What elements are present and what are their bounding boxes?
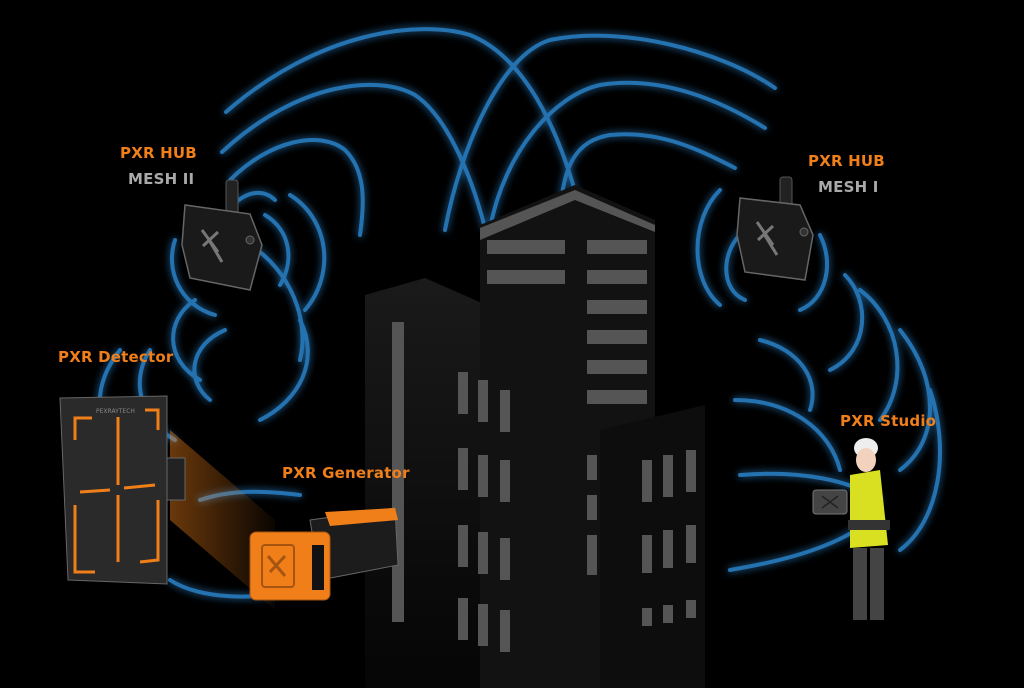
generator-label: PXR Generator	[282, 464, 410, 482]
technician-with-tablet-icon[interactable]	[812, 438, 890, 620]
wave-arc	[758, 338, 815, 412]
wave-arc	[233, 190, 277, 205]
wave-arc	[192, 328, 227, 402]
detector-panel-icon[interactable]: PEXRAYTECH	[59, 395, 275, 610]
studio-label: PXR Studio	[840, 412, 937, 430]
wave-arc	[898, 328, 932, 472]
wave-arc	[733, 398, 842, 472]
hub-mesh-1-subtitle: MESH I	[818, 178, 879, 196]
wave-arc	[220, 82, 487, 230]
city-buildings-icon	[365, 185, 705, 688]
wave-arc	[228, 138, 365, 237]
hub-mesh-2-subtitle: MESH II	[128, 170, 195, 188]
wave-arc	[558, 132, 737, 230]
wave-arc	[171, 298, 202, 382]
detector-brand: PEXRAYTECH	[96, 408, 135, 415]
wave-arc	[898, 388, 942, 552]
hub-device-icon[interactable]	[736, 176, 814, 281]
wave-arc	[443, 33, 777, 232]
wave-arc	[488, 80, 767, 230]
xray-generator-icon[interactable]	[249, 507, 399, 601]
wave-arc	[798, 233, 830, 312]
wave-arc	[248, 243, 305, 362]
wave-arc	[169, 238, 217, 317]
wave-arc	[695, 188, 722, 307]
wave-arc	[224, 27, 587, 232]
wave-arc	[263, 213, 291, 287]
hub-mesh-1-title: PXR HUB	[808, 152, 885, 170]
wave-arc	[288, 193, 327, 312]
detector-label: PXR Detector	[58, 348, 174, 366]
hub-device-icon[interactable]	[181, 179, 263, 291]
hub-mesh-2-title: PXR HUB	[120, 144, 197, 162]
wave-arc	[828, 273, 865, 372]
wave-arc	[258, 318, 310, 422]
wave-arc	[858, 288, 900, 422]
